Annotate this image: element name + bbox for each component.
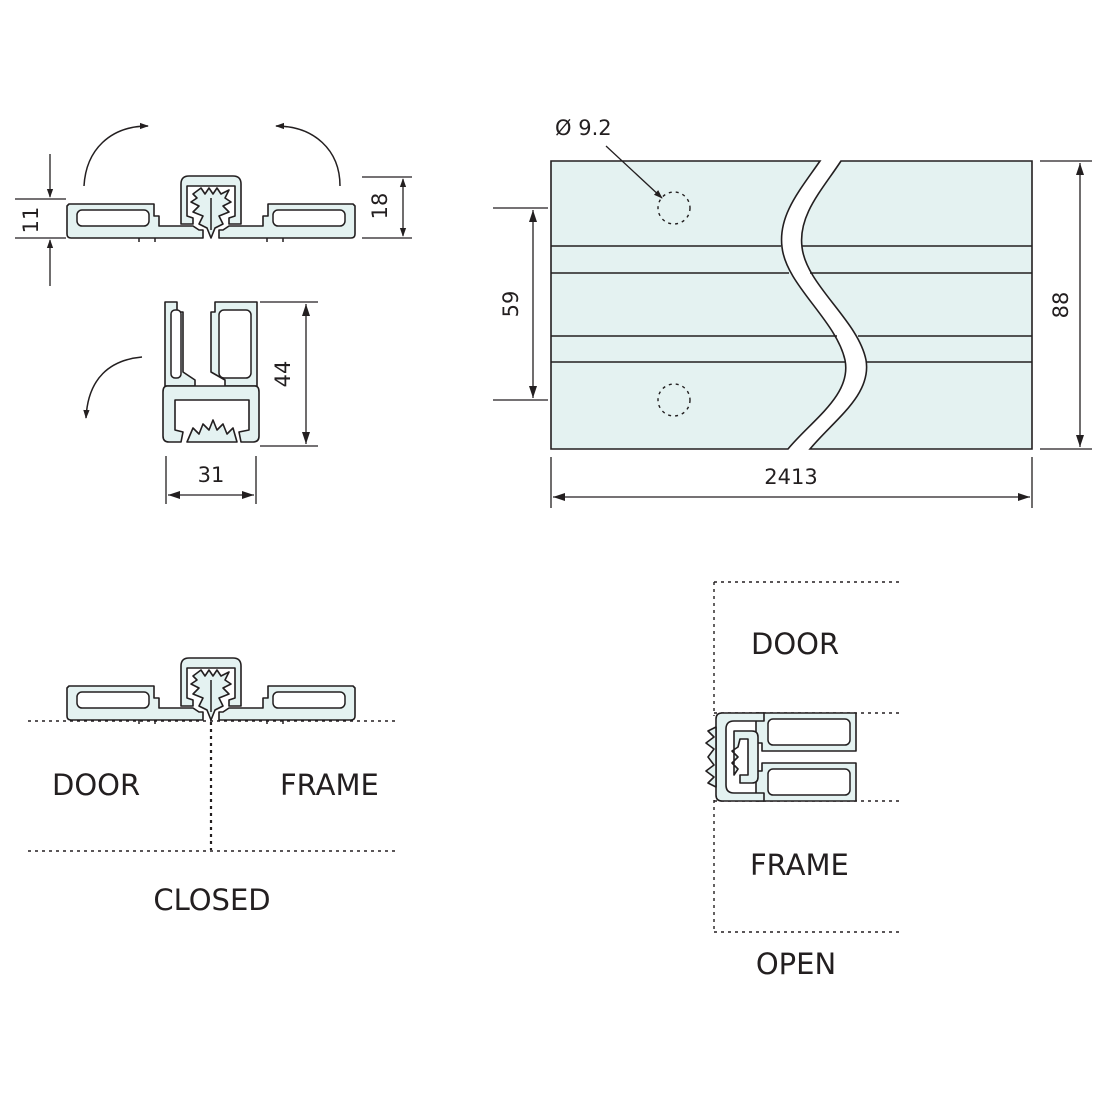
open-frame-label: FRAME [750, 848, 849, 882]
mounting-hole-top [657, 191, 691, 225]
rotate-right-arrow [275, 122, 341, 187]
closed-frame-label: FRAME [280, 768, 379, 802]
rotate-left-arrow [83, 122, 149, 187]
open-state-view: DOOR FRAME OPEN [705, 581, 900, 981]
dimension-width: 31 [165, 456, 257, 504]
dimension-length: 2413 [550, 457, 1033, 508]
folded-profile-view [83, 301, 260, 443]
dimension-width-label: 31 [198, 463, 225, 487]
dimension-height-label: 18 [368, 193, 392, 220]
closed-state-view: DOOR FRAME CLOSED [28, 657, 398, 917]
dimension-thickness: 11 [15, 154, 66, 286]
dimension-hole-diameter: Ø 9.2 [555, 116, 663, 199]
open-door-label: DOOR [751, 627, 839, 661]
closed-caption: CLOSED [153, 883, 270, 917]
dimension-height: 18 [362, 176, 412, 239]
dimension-length-label: 2413 [764, 465, 817, 489]
hinge-panel-view [550, 160, 1033, 450]
closed-door-label: DOOR [52, 768, 140, 802]
dimension-depth-label: 44 [271, 361, 295, 388]
mounting-hole-bottom [657, 383, 691, 417]
dimension-thickness-label: 11 [19, 207, 43, 234]
dimension-hole-diameter-label: Ø 9.2 [555, 116, 612, 140]
dimension-depth: 44 [260, 301, 318, 447]
dimension-hole-spacing: 59 [493, 207, 548, 401]
flat-profile-view [66, 122, 356, 243]
rotate-down-arrow [83, 356, 143, 419]
open-caption: OPEN [756, 947, 836, 981]
dimension-panel-height-label: 88 [1049, 292, 1073, 319]
dimension-hole-spacing-label: 59 [499, 291, 523, 318]
dimension-panel-height: 88 [1040, 160, 1092, 450]
